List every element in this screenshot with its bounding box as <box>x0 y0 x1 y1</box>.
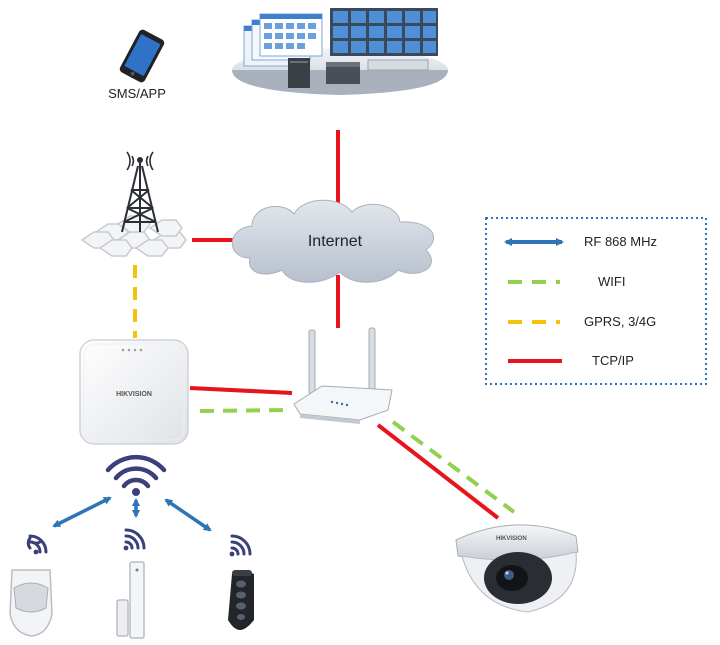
legend-gprs-label: GPRS, 3/4G <box>584 314 656 329</box>
wifi-line-hub-router <box>199 408 293 413</box>
wireless-signal-icon <box>105 455 167 496</box>
internet-cloud-icon <box>231 199 434 283</box>
tcpip-line-router-camera <box>376 423 500 520</box>
legend: RF 868 MHz WIFI GPRS, 3/4G TCP/IP <box>485 217 707 385</box>
rf-arrow-left <box>52 496 112 528</box>
legend-wifi-label: WIFI <box>598 274 625 289</box>
hub-brand-label: HIKVISION <box>116 391 152 398</box>
camera-brand-label: HIKVISION <box>496 536 527 542</box>
connections <box>52 130 516 532</box>
dome-camera-icon: HIKVISION <box>455 524 579 613</box>
alarm-hub-icon: HIKVISION <box>79 339 189 445</box>
monitoring-center-icon <box>232 8 448 95</box>
pir-detector-icon <box>9 534 53 637</box>
legend-tcpip-label: TCP/IP <box>592 353 634 368</box>
wifi-line-router-camera <box>391 420 516 514</box>
wifi-router-icon <box>293 327 393 424</box>
rf-arrow-right <box>164 498 212 532</box>
internet-label: Internet <box>308 233 363 250</box>
door-contact-icon <box>116 528 146 639</box>
legend-rf-label: RF 868 MHz <box>584 234 657 249</box>
tcpip-line-hub-router <box>189 386 293 395</box>
sms-app-label: SMS/APP <box>108 86 166 101</box>
key-fob-icon <box>228 534 254 630</box>
cell-tower-icon <box>80 151 187 257</box>
smartphone-icon <box>119 29 165 83</box>
